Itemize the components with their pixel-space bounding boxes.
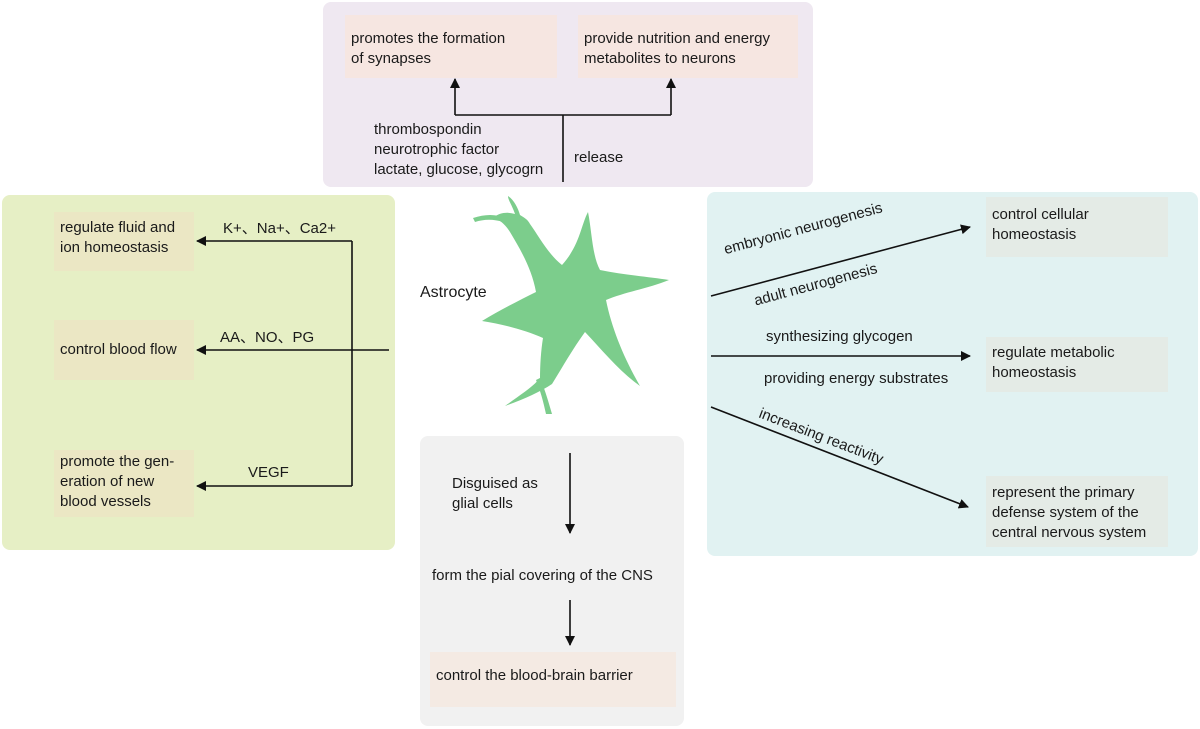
synthesizing-glycogen-label: synthesizing glycogen bbox=[766, 328, 913, 345]
vegf-label: VEGF bbox=[248, 464, 289, 481]
energy-substrates-label: providing energy substrates bbox=[764, 370, 949, 387]
new-vessels-box: promote the gen- eration of new blood ve… bbox=[54, 450, 194, 517]
blood-flow-box: control blood flow bbox=[54, 320, 194, 380]
cellular-homeostasis-box: control cellular homeostasis bbox=[986, 197, 1168, 257]
astrocyte-label: Astrocyte bbox=[420, 284, 487, 301]
release-label: release bbox=[574, 149, 624, 166]
defense-system-box: represent the primary defense system of … bbox=[986, 476, 1168, 547]
nutrition-box: provide nutrition and energy metabolites… bbox=[578, 15, 798, 78]
ions-label: K+、Na+、Ca2+ bbox=[223, 220, 336, 237]
synapses-box: promotes the formation of synapses bbox=[345, 15, 557, 78]
blood-brain-barrier-box: control the blood-brain barrier bbox=[430, 652, 676, 707]
disguised-glial-label: Disguised as glial cells bbox=[452, 475, 538, 512]
aa-no-pg-label: AA、NO、PG bbox=[220, 329, 315, 346]
released-substances-label: thrombospondin neurotrophic factor lacta… bbox=[374, 121, 544, 178]
pial-covering-label: form the pial covering of the CNS bbox=[432, 567, 653, 584]
fluid-ion-box: regulate fluid and ion homeostasis bbox=[54, 212, 194, 271]
astrocyte-cell-icon bbox=[473, 196, 669, 414]
metabolic-homeostasis-box: regulate metabolic homeostasis bbox=[986, 337, 1168, 392]
